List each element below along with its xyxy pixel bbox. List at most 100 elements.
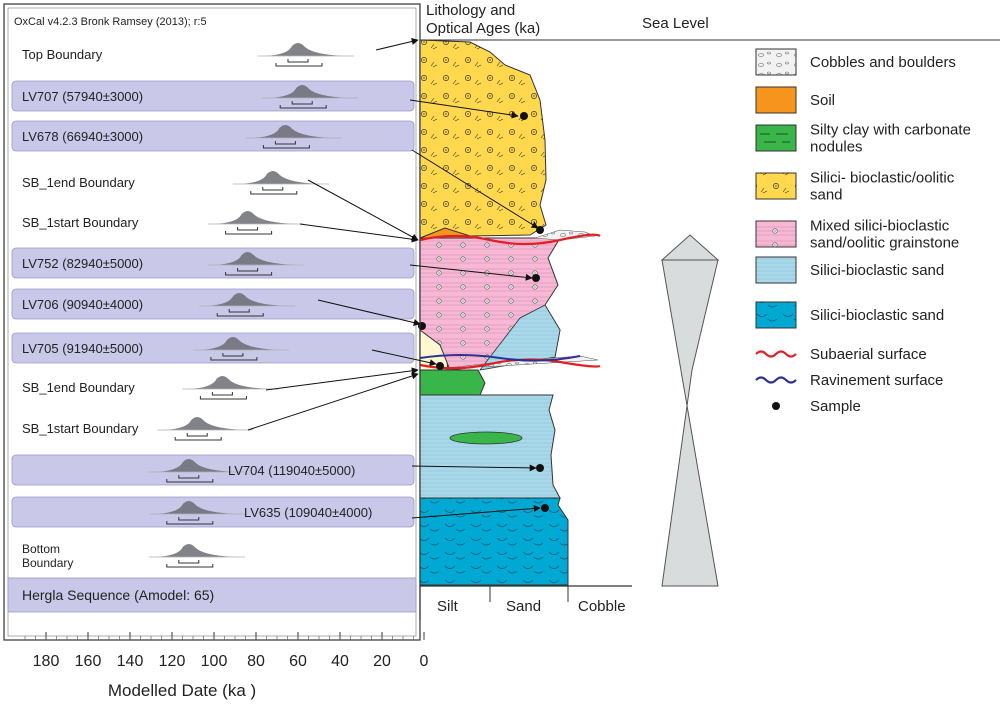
arrow-lv678	[411, 149, 539, 229]
x-axis-label: Modelled Date (ka )	[108, 681, 256, 700]
range-bracket-95	[275, 63, 323, 67]
lithology-column	[418, 39, 601, 586]
sample-dot-lv704	[536, 464, 544, 472]
legend-swatch	[755, 172, 797, 200]
probability-distribution	[264, 43, 348, 56]
probability-distribution	[251, 125, 336, 138]
legend-swatch	[772, 402, 780, 410]
row-box	[11, 80, 415, 112]
legend-label: Soil	[810, 92, 835, 109]
legend-label: Silici-bioclastic sand	[810, 262, 944, 279]
range-bracket-68	[178, 517, 200, 521]
legend-label: Silici- bioclastic/oolitic	[810, 170, 955, 187]
range-bracket-68	[287, 59, 309, 63]
row-label: LV705 (91940±5000)	[22, 341, 143, 356]
oxcal-row: LV752 (82940±5000)	[11, 247, 415, 279]
row-box	[11, 120, 415, 152]
probability-distribution	[154, 544, 239, 557]
probability-distribution	[213, 252, 298, 265]
probability-distribution	[163, 417, 248, 430]
range-bracket-68	[186, 433, 208, 437]
row-label: LV706 (90940±4000)	[22, 297, 143, 312]
probability-distribution	[205, 293, 290, 306]
legend-item: Soil	[755, 86, 835, 114]
legend-swatch	[755, 376, 797, 384]
range-bracket-95	[166, 521, 214, 525]
range-bracket-95	[174, 437, 222, 441]
legend-swatch-hatch	[760, 133, 790, 143]
range-bracket-95	[166, 564, 214, 568]
range-bracket-68	[178, 560, 200, 564]
oxcal-row: SB_1end Boundary	[22, 376, 279, 400]
unit-oolitic-sand	[419, 39, 547, 239]
subaerial-surface-upper	[419, 233, 601, 246]
legend-swatch	[755, 256, 797, 284]
legend-item: Ravinement surface	[755, 372, 943, 389]
arrow-top-boundary	[375, 38, 419, 51]
oxcal-header: OxCal v4.2.3 Bronk Ramsey (2013); r:5	[14, 16, 207, 28]
row-box	[11, 288, 415, 320]
row-label: SB_1start Boundary	[22, 421, 139, 436]
sample-dot-lv707	[520, 112, 528, 120]
arrow-lv635	[411, 505, 541, 519]
sequence-bar	[7, 577, 417, 613]
x-tick-label: 180	[33, 653, 60, 670]
range-bracket-95	[166, 479, 214, 483]
legend-swatch	[755, 220, 797, 248]
range-bracket-68	[178, 475, 200, 479]
range-bracket-68	[211, 392, 233, 396]
oxcal-row: LV678 (66940±3000)	[11, 120, 415, 152]
sample-dot-lv752	[532, 274, 540, 282]
range-bracket-95	[250, 191, 298, 195]
row-label: SB_1end Boundary	[22, 175, 135, 190]
legend-label: nodules	[810, 139, 863, 156]
column-title-line2: Optical Ages (ka)	[426, 20, 540, 37]
range-bracket-95	[216, 313, 264, 317]
legend-label: Mixed silici-bioclastic	[810, 218, 950, 235]
row-label: LV635 (109040±4000)	[244, 505, 372, 520]
column-title-line1: Lithology and	[426, 2, 515, 19]
oxcal-row: LV706 (90940±4000)	[11, 288, 415, 320]
probability-distribution	[154, 459, 239, 472]
arrow-sb1start-lower	[247, 372, 419, 431]
legend-item: Subaerial surface	[755, 346, 927, 363]
sequence-label: Hergla Sequence (Amodel: 65)	[22, 587, 214, 603]
range-bracket-95	[225, 231, 273, 235]
legend-label: Subaerial surface	[810, 346, 927, 363]
x-tick-label: 160	[75, 653, 102, 670]
arrow-lv704	[411, 464, 537, 472]
range-bracket-95	[225, 272, 273, 276]
range-bracket-68	[291, 101, 313, 105]
oxcal-row: SB_1start Boundary	[22, 417, 254, 441]
x-tick-label: 100	[201, 653, 228, 670]
row-label: SB_1end Boundary	[22, 380, 135, 395]
x-tick-label: 80	[247, 653, 265, 670]
row-box	[11, 247, 415, 279]
legend-label: Silty clay with carbonate	[810, 122, 971, 139]
legend-label: sand	[810, 187, 843, 204]
sea-level-label: Sea Level	[642, 15, 709, 32]
x-tick-label: 20	[373, 653, 391, 670]
x-tick-label: 60	[289, 653, 307, 670]
x-tick-label: 140	[117, 653, 144, 670]
legend-item: Sample	[772, 398, 861, 415]
sample-dot-lv635	[541, 504, 549, 512]
row-label: Boundary	[22, 556, 73, 570]
row-label: LV704 (119040±5000)	[228, 463, 355, 478]
probability-distribution	[154, 501, 239, 514]
oxcal-row: SB_1start Boundary	[22, 211, 304, 235]
probability-distribution	[213, 211, 298, 224]
arrow-sb1end-lower	[265, 367, 419, 391]
sample-dot-lv705	[436, 362, 444, 370]
arrow-lv705	[371, 349, 437, 367]
row-label: Top Boundary	[22, 47, 103, 62]
oxcal-row: LV705 (91940±5000)	[11, 332, 415, 364]
legend-label: Ravinement surface	[810, 372, 943, 389]
row-label: Bottom	[22, 542, 60, 556]
arrow-sb1end-upper	[307, 179, 419, 241]
oxcal-row: LV704 (119040±5000)	[11, 454, 415, 486]
